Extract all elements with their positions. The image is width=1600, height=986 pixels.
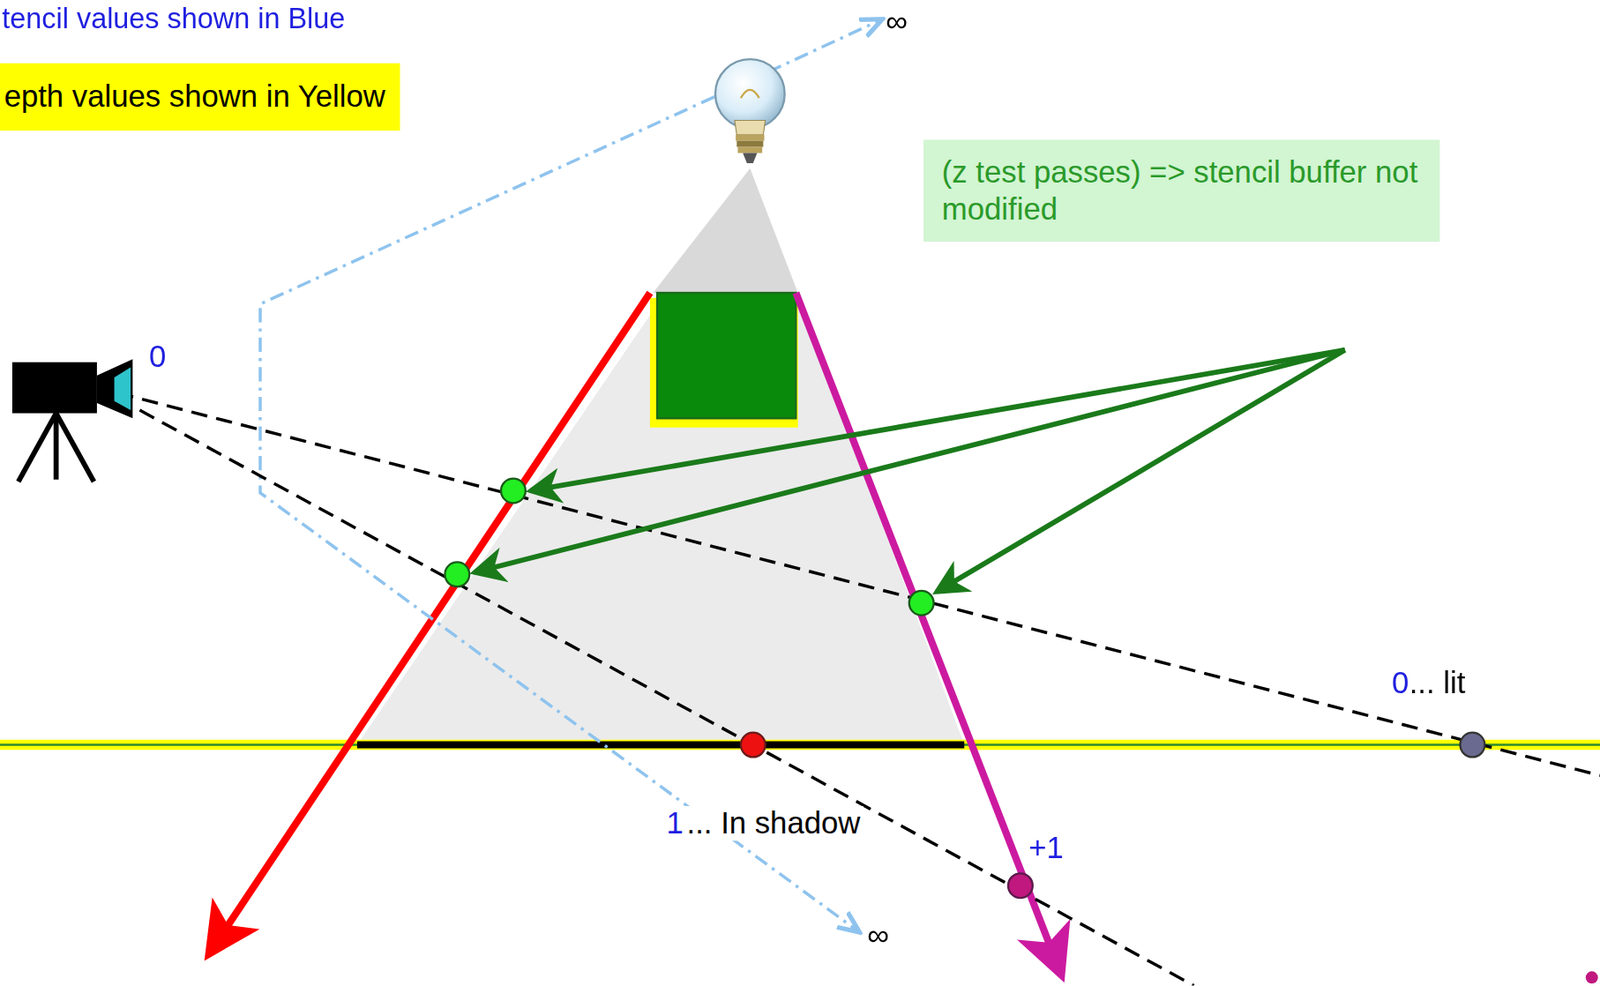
- stencil-value: 0: [149, 339, 166, 374]
- intersection-dot: [500, 478, 526, 504]
- light-cone: [357, 168, 965, 746]
- ground-depth: [0, 740, 1600, 751]
- stencil-value: +1: [1028, 830, 1064, 866]
- infinity-mark: ∞: [867, 918, 890, 953]
- lit-point: [1460, 732, 1486, 758]
- intersection-dot: [444, 561, 470, 587]
- box-text: epth values shown in Yellow: [4, 78, 386, 116]
- leader-arrow: [474, 350, 1346, 573]
- eye-ray: [117, 392, 1600, 776]
- note: tencil values shown in Blue: [1, 1, 345, 37]
- volume-edge: [795, 292, 1059, 970]
- corner-dot: [1585, 971, 1599, 984]
- light-bulb: [715, 59, 786, 164]
- stencil-point: [1008, 873, 1033, 898]
- light-cone-top: [652, 168, 798, 293]
- infinity-mark: ∞: [885, 4, 908, 39]
- intersection-dot: [909, 590, 935, 616]
- occluder: [657, 292, 796, 419]
- shadow-segment: [357, 740, 965, 748]
- eye-ray: [117, 397, 1195, 986]
- shadow-point: [740, 732, 766, 758]
- status-text: ... lit: [1409, 665, 1466, 700]
- box-text: (z test passes) => stencil buffer not mo…: [942, 154, 1422, 228]
- callout-box: (z test passes) => stencil buffer not mo…: [923, 139, 1440, 242]
- stencil-value: 0: [1391, 665, 1409, 700]
- camera: [12, 358, 134, 482]
- leader-arrow: [936, 350, 1346, 592]
- status-text: ... In shadow: [683, 806, 864, 841]
- volume-edge: [212, 292, 651, 950]
- ground-line: [0, 743, 1600, 746]
- legend-box: epth values shown in Yellow: [0, 63, 400, 131]
